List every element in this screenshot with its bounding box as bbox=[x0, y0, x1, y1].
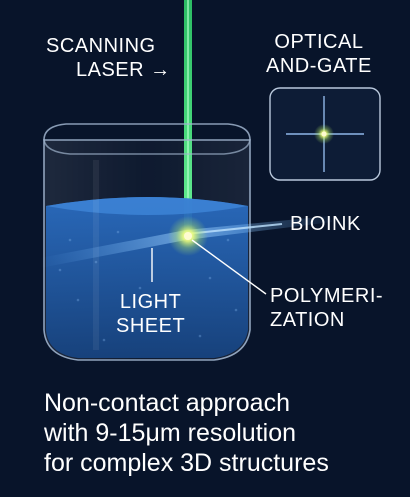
light-sheet-label-line-2: SHEET bbox=[116, 315, 186, 337]
and-gate-point bbox=[321, 131, 327, 137]
optical-and-gate-label-line-1: OPTICAL bbox=[274, 31, 364, 53]
vessel-front-rim bbox=[43, 139, 251, 155]
vessel-back-rim bbox=[43, 123, 251, 141]
caption-line-1: Non-contact approach bbox=[44, 389, 290, 417]
polymerization-leader bbox=[191, 239, 267, 295]
caption-line-3: for complex 3D structures bbox=[44, 449, 329, 477]
polymerization-label-line-1: POLYMERI- bbox=[270, 285, 384, 307]
laser-beam-core bbox=[187, 0, 189, 236]
optical-and-gate-label: OPTICAL AND-GATE bbox=[266, 30, 372, 78]
scanning-laser-label-line-1: SCANNING bbox=[46, 35, 156, 57]
polymerization-label-line-2: ZATION bbox=[270, 309, 345, 331]
bioink-particles bbox=[58, 230, 238, 342]
focal-point bbox=[184, 232, 192, 240]
caption: Non-contact approach with 9-15μm resolut… bbox=[44, 388, 404, 478]
caption-line-2: with 9-15μm resolution bbox=[44, 419, 297, 447]
light-sheet bbox=[40, 216, 332, 268]
bioink-surface bbox=[46, 197, 248, 215]
light-sheet-label: LIGHT SHEET bbox=[116, 290, 185, 338]
optical-and-gate-label-line-2: AND-GATE bbox=[266, 55, 372, 77]
bioink-label: BIOINK bbox=[290, 213, 361, 235]
scanning-laser-label-line-2: LASER → bbox=[76, 59, 171, 81]
scanning-laser-label: SCANNING LASER → bbox=[46, 34, 171, 82]
polymerization-label: POLYMERI- ZATION bbox=[270, 284, 383, 332]
light-sheet-label-line-1: LIGHT bbox=[119, 291, 182, 313]
